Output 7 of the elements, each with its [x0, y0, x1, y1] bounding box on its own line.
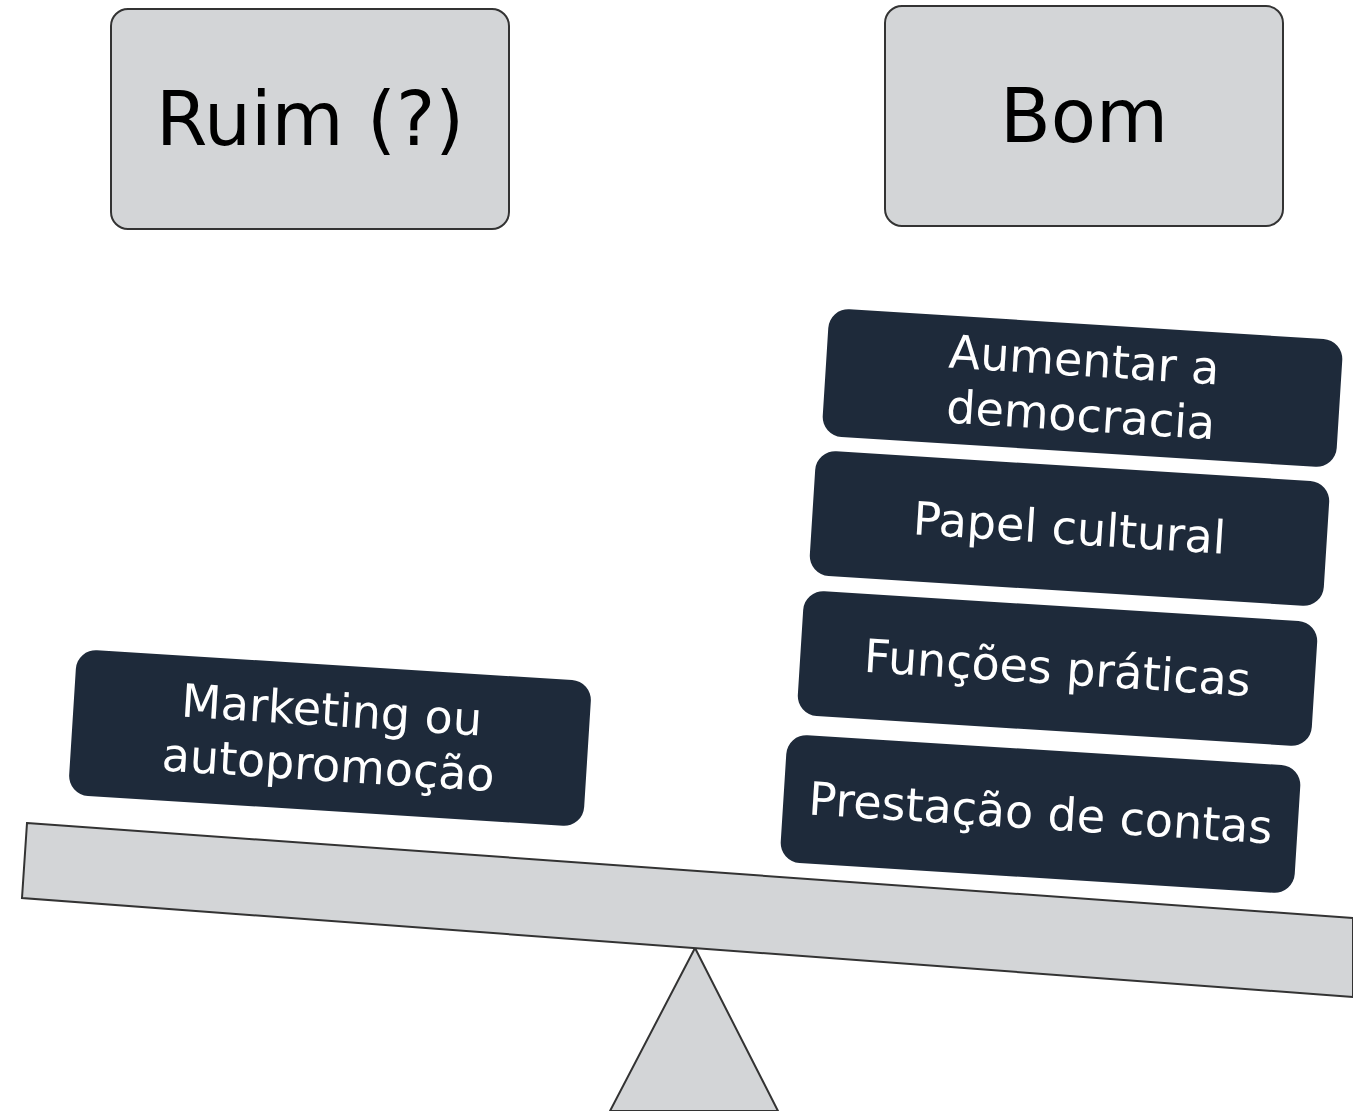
argument-box: Funções práticas — [796, 589, 1319, 748]
argument-box: Papel cultural — [808, 449, 1331, 608]
argument-box: Prestação de contas — [779, 733, 1302, 895]
category-box: Ruim (?) — [110, 8, 510, 230]
category-box: Bom — [884, 5, 1284, 227]
argument-box: Marketing ou autopromoção — [67, 648, 593, 828]
argument-box: Aumentar a democracia — [821, 307, 1344, 469]
